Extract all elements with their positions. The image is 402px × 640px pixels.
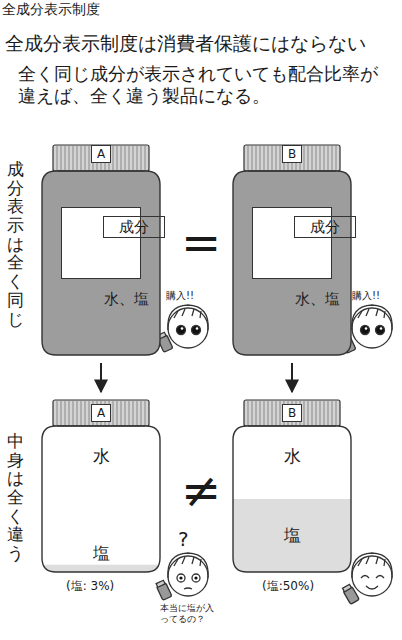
puzzled-face <box>156 553 208 600</box>
product-bottle: 成分水、塩 B <box>233 145 351 355</box>
salt-label: 塩 <box>284 527 301 544</box>
water-label: 水 <box>284 448 301 465</box>
equal-sign: = <box>181 218 221 266</box>
speech-text: 購入!! <box>166 290 194 302</box>
percent-note: (塩: 3%) <box>66 579 114 593</box>
ingredient-list: 水、塩 <box>278 290 356 308</box>
side-caption: 成分表示は全く同じ <box>7 160 24 328</box>
flow-arrow <box>291 363 293 392</box>
cap-letter: B <box>282 404 302 422</box>
heading: 全成分表示制度は消費者保護にはならない <box>5 33 397 55</box>
bottle-outline <box>233 400 351 572</box>
cap-letter: A <box>91 145 111 163</box>
ingredient-list: 水、塩 <box>87 290 165 308</box>
cap-letter: B <box>282 145 302 163</box>
cap-letter: A <box>91 404 111 422</box>
ingredient-label: 成分水、塩 <box>252 207 332 279</box>
page-title: 全成分表示制度 <box>2 1 100 18</box>
question-mark: ? <box>178 527 189 551</box>
subheading: 全く同じ成分が表示されていても配合比率が違えば、全く違う製品になる。 <box>18 63 386 106</box>
buyer-face <box>157 305 208 352</box>
water-label: 水 <box>93 448 110 465</box>
speech-text: 本当に塩が入ってるの？ <box>160 603 218 625</box>
percent-note: (塩:50%) <box>262 579 314 593</box>
bottle-contents: B 水塩 <box>233 400 351 572</box>
bottle-contents: A 水塩 <box>42 400 160 572</box>
salt-label: 塩 <box>93 545 110 562</box>
label-heading: 成分 <box>103 216 165 238</box>
ingredient-label: 成分水、塩 <box>61 207 141 279</box>
speech-text: 購入!! <box>352 290 380 302</box>
flow-arrow <box>100 363 102 392</box>
label-heading: 成分 <box>294 216 356 238</box>
side-caption: 中身は全く違う <box>7 432 24 563</box>
not-equal-sign: ≠ <box>181 466 221 514</box>
product-bottle: 成分水、塩 A <box>42 145 160 355</box>
